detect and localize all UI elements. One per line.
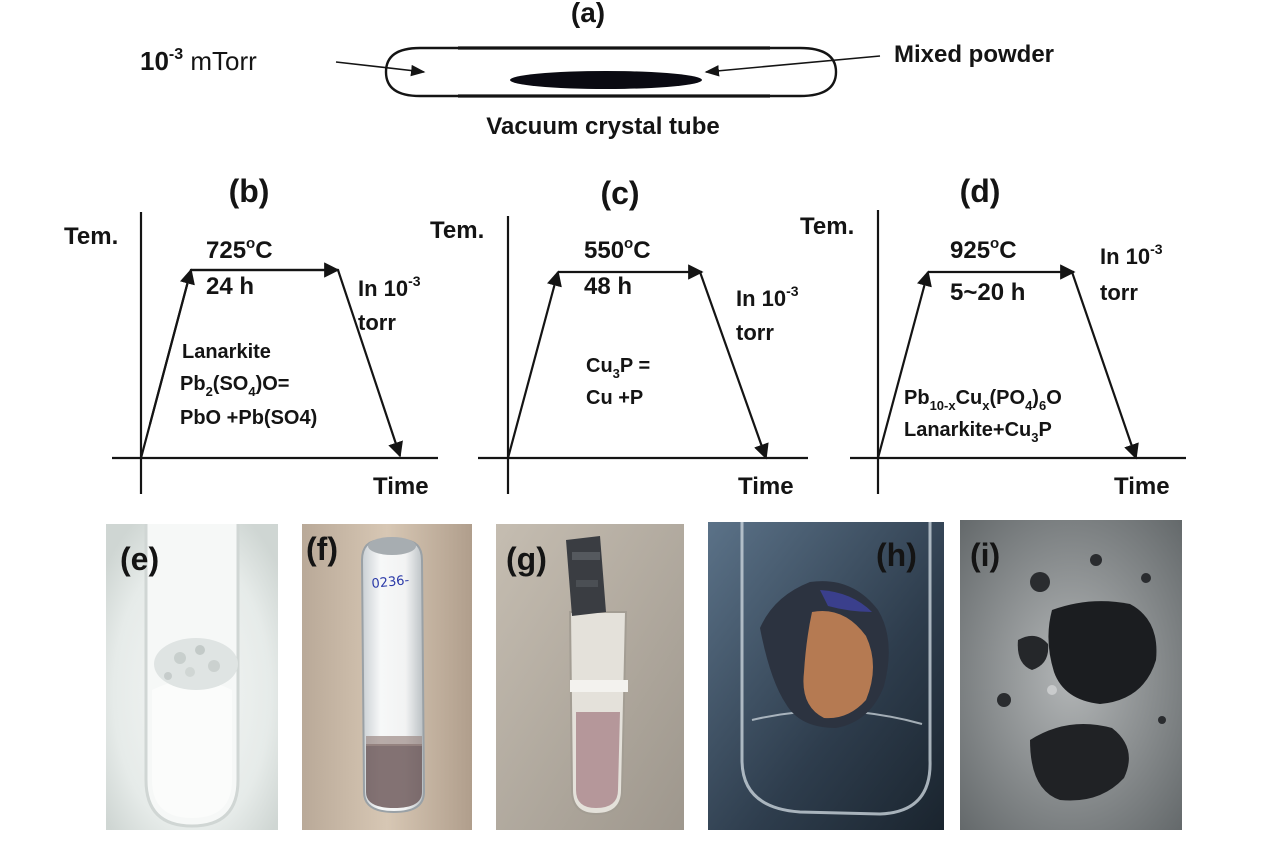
photo-f: 0236- (f)	[302, 524, 472, 830]
panel-c-atmosphere: In 10-3	[736, 283, 799, 311]
panel-d-ramp-arrow	[876, 270, 932, 459]
photo-e-crystal-speck	[185, 667, 195, 677]
photo-g-pellet-texture	[576, 580, 598, 587]
photo-g-dark-pellet	[566, 536, 606, 616]
panel-c-cool-arrow	[698, 271, 769, 460]
panel-b-temperature: 725oC	[206, 235, 273, 264]
photo-g-pellet-texture	[572, 552, 600, 560]
mixed-powder	[510, 71, 702, 89]
panel-c-y-label: Tem.	[430, 217, 484, 244]
photo-h-vial	[740, 522, 932, 816]
photo-h-label: (h)	[876, 537, 917, 573]
panel-d-duration: 5~20 h	[950, 279, 1025, 306]
powder-arrow	[704, 55, 881, 77]
photo-i-fragment-large	[1048, 601, 1157, 704]
panel-a: (a) 10-3 mTorr Mixed powder Vacuum cryst…	[140, 0, 1054, 140]
photo-i-chip	[1090, 554, 1102, 566]
panel-b-y-label: Tem.	[64, 223, 118, 250]
photo-i-chip	[997, 693, 1011, 707]
panel-d-x-label: Time	[1114, 473, 1170, 500]
photo-f-residue-band	[366, 736, 422, 746]
panel-c-temperature: 550oC	[584, 235, 651, 264]
panel-d-label: (d)	[960, 173, 1001, 209]
photo-i-chip	[1141, 573, 1151, 583]
panel-b-label: (b)	[229, 173, 270, 209]
panel-c-reaction-line2: Cu +P	[586, 387, 643, 409]
photo-i: (i)	[960, 520, 1182, 830]
photo-g-label: (g)	[506, 541, 547, 577]
photo-f-sealed-tip	[368, 537, 416, 555]
photo-i-label: (i)	[970, 537, 1000, 573]
photo-g-band	[570, 680, 628, 692]
photo-e: (e)	[106, 524, 278, 830]
powder-label: Mixed powder	[894, 41, 1054, 68]
panel-a-label: (a)	[571, 0, 605, 28]
panel-d-cool-arrow	[1070, 271, 1139, 460]
photo-h-rock-blue-region	[820, 590, 872, 612]
panel-b-duration: 24 h	[206, 273, 254, 300]
tube-label: Vacuum crystal tube	[486, 113, 719, 140]
panel-d: (d) Tem. Time 925oC 5~20 h In 10-3 torr …	[800, 173, 1186, 500]
panel-c-atmosphere-unit: torr	[736, 320, 774, 345]
panel-c-duration: 48 h	[584, 273, 632, 300]
photo-h: (h)	[708, 522, 944, 830]
panel-d-atmosphere: In 10-3	[1100, 241, 1163, 269]
photo-i-chip	[1158, 716, 1166, 724]
photo-i-chip	[1047, 685, 1057, 695]
photo-g: (g)	[496, 524, 684, 830]
photo-e-crystal-speck	[195, 645, 205, 655]
photo-e-crystals	[154, 638, 238, 690]
panel-d-atmosphere-unit: torr	[1100, 280, 1138, 305]
panel-d-reaction-line2: Lanarkite+Cu3P	[904, 419, 1052, 445]
photo-h-rock-orange-region	[803, 611, 873, 719]
panel-c-reaction-line1: Cu3P =	[586, 355, 650, 381]
panel-d-y-label: Tem.	[800, 213, 854, 240]
photo-i-fragment-left	[1017, 635, 1049, 670]
panel-b-reaction-line2: Pb2(SO4)O=	[180, 373, 290, 399]
panel-b-reaction-line1: Lanarkite	[182, 341, 271, 363]
panel-c-label: (c)	[600, 175, 639, 211]
photo-f-residue	[366, 744, 422, 808]
photo-i-fragment-bottom	[1030, 724, 1129, 801]
photo-i-chip	[1030, 572, 1050, 592]
panel-c-x-label: Time	[738, 473, 794, 500]
pressure-label: 10-3 mTorr	[140, 46, 257, 76]
photo-e-crystal-speck	[208, 660, 220, 672]
vacuum-tube	[384, 46, 838, 98]
pressure-arrow	[335, 61, 426, 77]
photo-e-crystal-speck	[174, 652, 186, 664]
photo-e-crystal-speck	[164, 672, 172, 680]
panel-c-ramp-arrow	[506, 270, 562, 459]
panel-b: (b) Tem. Time 725oC 24 h In 10-3 torr La…	[64, 173, 438, 500]
panel-b-reaction-line3: PbO +Pb(SO4)	[180, 407, 317, 429]
photo-e-label: (e)	[120, 541, 159, 577]
panel-b-ramp-arrow	[148, 268, 195, 425]
photo-g-contents	[576, 712, 620, 808]
panel-b-atmosphere: In 10-3	[358, 273, 421, 301]
panel-d-temperature: 925oC	[950, 235, 1017, 264]
panel-c: (c) Tem. Time 550oC 48 h In 10-3 torr Cu…	[430, 175, 808, 500]
photo-e-white-powder	[152, 680, 232, 818]
panel-b-x-label: Time	[373, 473, 429, 500]
panel-d-reaction-line1: Pb10-xCux(PO4)6O	[904, 387, 1062, 413]
panel-b-atmosphere-unit: torr	[358, 310, 396, 335]
photo-f-tube-writing: 0236-	[371, 573, 410, 592]
photo-f-label: (f)	[306, 531, 338, 567]
